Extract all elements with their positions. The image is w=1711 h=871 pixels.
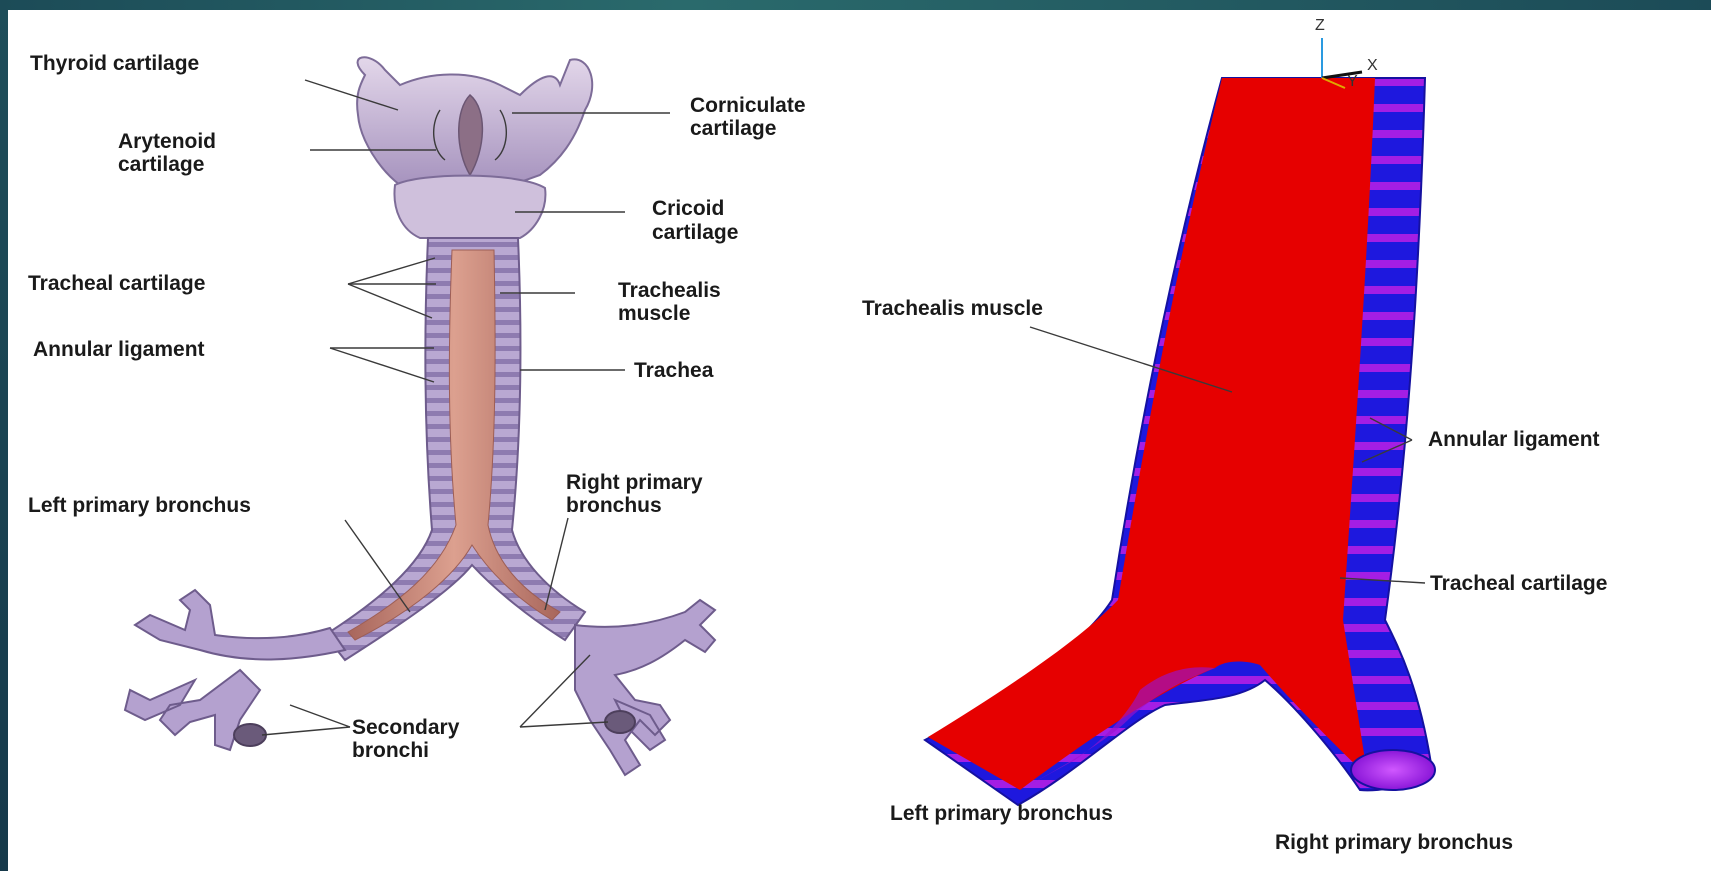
right-bronchus-opening [1351, 750, 1435, 790]
label-right-primary-line1: Right primary [566, 471, 703, 494]
label-tracheal-cartilage-left: Tracheal cartilage [28, 272, 205, 295]
finite-element-model [925, 78, 1435, 805]
right-bronchial-tree-shape [575, 600, 715, 775]
label-right-primary-line2: bronchus [566, 494, 662, 517]
label-annular-ligament-left: Annular ligament [33, 338, 205, 361]
label-cricoid-line1: Cricoid [652, 197, 724, 220]
axis-z-label: Z [1315, 17, 1325, 34]
label-trachealis-line2: muscle [618, 302, 690, 325]
label-trachealis-muscle-right: Trachealis muscle [862, 297, 1043, 320]
label-annular-ligament-right: Annular ligament [1428, 428, 1600, 451]
cricoid-cartilage-shape [394, 176, 545, 238]
label-left-primary-bronchus-right: Left primary bronchus [890, 802, 1113, 825]
label-cricoid-line2: cartilage [652, 221, 738, 244]
label-corniculate-line2: cartilage [690, 117, 776, 140]
left-bronchial-tree-shape [125, 590, 345, 750]
label-secondary-line2: bronchi [352, 739, 429, 762]
label-trachea: Trachea [634, 359, 714, 382]
label-secondary-line1: Secondary [352, 716, 460, 739]
label-arytenoid-line1: Arytenoid [118, 130, 216, 153]
anatomical-illustration [125, 57, 715, 775]
label-corniculate-line1: Corniculate [690, 94, 806, 117]
label-tracheal-cartilage-right: Tracheal cartilage [1430, 572, 1607, 595]
label-right-primary-bronchus-right: Right primary bronchus [1275, 831, 1513, 854]
axis-x-label: X [1367, 57, 1378, 74]
label-trachealis-line1: Trachealis [618, 279, 721, 302]
label-thyroid-cartilage: Thyroid cartilage [30, 52, 199, 75]
label-left-primary-bronchus-left: Left primary bronchus [28, 494, 251, 517]
axis-y-label: Y [1347, 73, 1358, 90]
label-arytenoid-line2: cartilage [118, 153, 204, 176]
